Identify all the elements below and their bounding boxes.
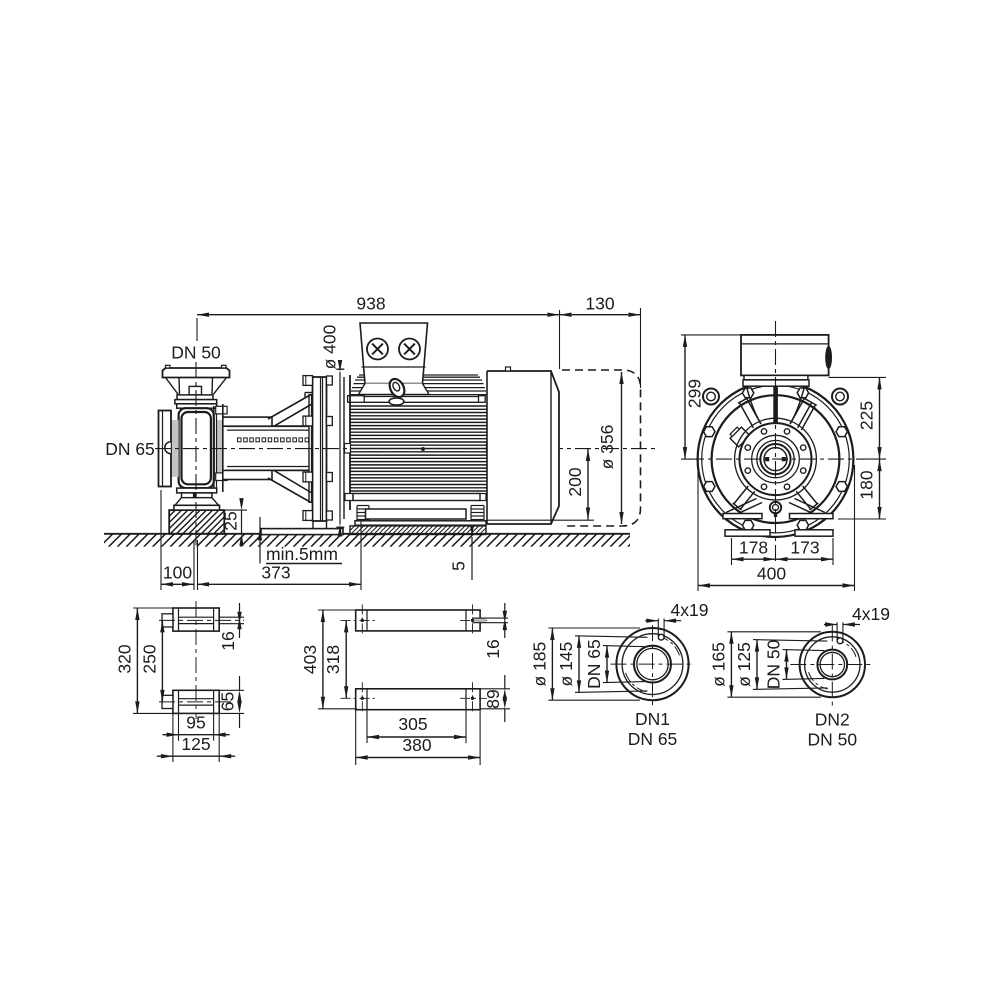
- svg-text:DN 50: DN 50: [807, 730, 857, 750]
- svg-text:95: 95: [186, 713, 205, 733]
- svg-text:380: 380: [402, 735, 431, 755]
- svg-text:4x19: 4x19: [852, 604, 890, 624]
- svg-text:373: 373: [261, 563, 290, 583]
- svg-text:16: 16: [218, 631, 238, 650]
- svg-text:173: 173: [790, 538, 819, 558]
- svg-text:4x19: 4x19: [671, 600, 709, 620]
- svg-text:DN 65: DN 65: [628, 729, 678, 749]
- svg-text:DN 50: DN 50: [171, 343, 221, 363]
- svg-text:ø 400: ø 400: [320, 324, 340, 369]
- svg-text:5: 5: [449, 561, 469, 571]
- svg-text:16: 16: [483, 639, 503, 658]
- svg-text:DN 50: DN 50: [764, 639, 784, 689]
- svg-text:180: 180: [857, 470, 877, 499]
- svg-text:320: 320: [114, 644, 134, 673]
- svg-text:DN 65: DN 65: [584, 639, 604, 689]
- svg-text:ø 356: ø 356: [597, 425, 617, 470]
- svg-text:ø 145: ø 145: [556, 642, 576, 687]
- svg-text:25: 25: [221, 511, 241, 530]
- svg-text:125: 125: [181, 734, 210, 754]
- svg-text:DN2: DN2: [815, 710, 850, 730]
- svg-text:400: 400: [757, 564, 786, 584]
- svg-text:318: 318: [323, 645, 343, 674]
- svg-text:65: 65: [218, 692, 238, 711]
- svg-text:DN1: DN1: [635, 709, 670, 729]
- svg-text:89: 89: [483, 689, 503, 708]
- svg-text:250: 250: [139, 644, 159, 673]
- svg-text:min.5mm: min.5mm: [266, 544, 338, 564]
- svg-text:100: 100: [163, 563, 192, 583]
- svg-text:938: 938: [356, 294, 385, 314]
- svg-text:305: 305: [398, 714, 427, 734]
- svg-text:200: 200: [565, 467, 585, 496]
- svg-text:403: 403: [300, 645, 320, 674]
- svg-text:178: 178: [739, 538, 768, 558]
- svg-text:ø 165: ø 165: [708, 642, 728, 687]
- svg-text:299: 299: [685, 379, 705, 408]
- svg-text:225: 225: [857, 401, 877, 430]
- svg-text:ø 125: ø 125: [734, 642, 754, 687]
- svg-text:130: 130: [585, 294, 614, 314]
- svg-text:ø 185: ø 185: [529, 642, 549, 687]
- svg-text:DN 65: DN 65: [105, 439, 155, 459]
